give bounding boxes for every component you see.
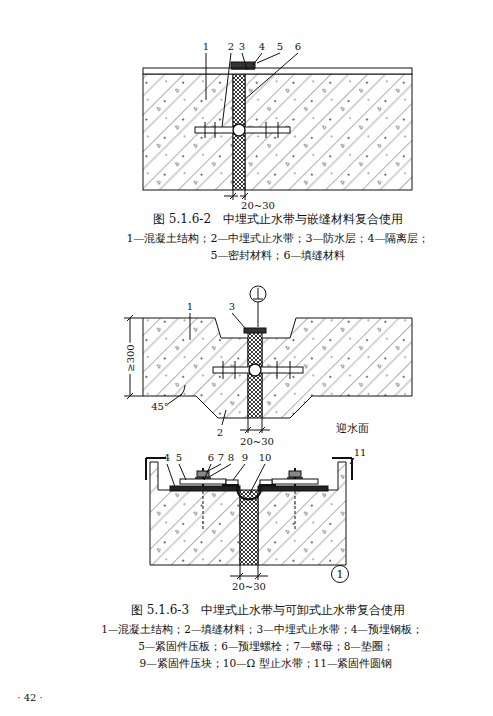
callout-number: 1 [203,41,209,52]
figure-caption: 图 5.1.6-2 中埋式止水带与嵌缝材料复合使用 [153,213,403,226]
figure-caption: 图 5.1.6-3 中埋式止水带与可卸式止水带复合使用 [131,604,405,617]
callout-number: 3 [229,301,235,312]
callout-number: 6 [295,41,301,52]
dimension: ≥300 [125,342,136,373]
node-text: 1 [337,569,344,580]
callout-number: 9 [242,452,248,463]
legend-line: 1—混凝土结构；2—填缝材料；3—中埋式止水带；4—预埋钢板； [101,624,423,636]
callout-number: 10 [259,452,272,463]
callout-number: 5 [176,452,182,463]
callout-number: 8 [228,452,234,463]
callout-number: 2 [228,41,234,52]
angle-label: 45° [151,401,169,412]
legend-line: 5—紧固件压板；6—预埋螺栓；7—螺母；8—垫圈； [138,641,394,653]
callout-number: 6 [208,452,214,463]
callout-number: 3 [239,41,245,52]
page-number: · 42 · [17,692,42,703]
callout-number: 5 [277,41,283,52]
callout-number: 4 [164,452,170,463]
dimension: 20~30 [232,581,266,592]
dimension: 20~30 [240,436,274,447]
callout-number: 11 [354,447,367,458]
legend-line: 5—密封材料；6—填缝材料 [211,250,346,262]
legend-line: 9—紧固件压块；10—Ω 型止水带；11—紧固件圆钢 [140,658,393,670]
callout-number: 7 [218,452,224,463]
callout-number: 2 [217,427,223,438]
side-label: 迎水面 [336,423,369,435]
callout-number: 1 [187,301,193,312]
circled-number: 1 [331,565,349,583]
dimension: 20~30 [241,200,275,211]
legend-line: 1—混凝土结构；2—中埋式止水带；3—防水层；4—隔离层； [127,233,430,245]
callout-number: 4 [259,41,265,52]
